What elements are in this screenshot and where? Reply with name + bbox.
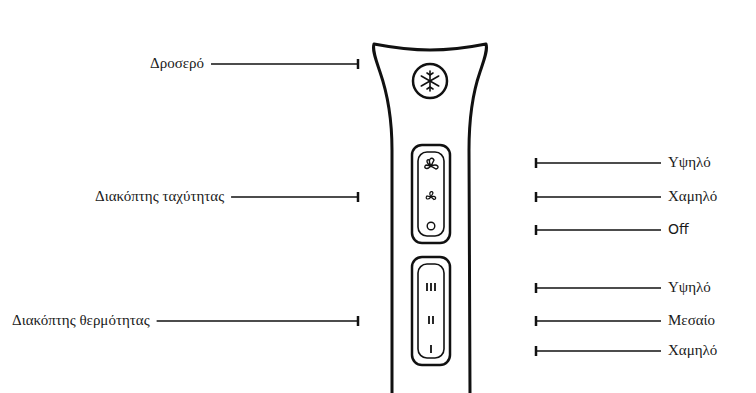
level-label: Off — [668, 222, 689, 236]
leader-line — [231, 196, 358, 197]
leader-lines-right — [536, 158, 661, 356]
level-label: Χαμηλό — [668, 189, 717, 204]
heat-level-marks — [427, 283, 435, 353]
leader-line — [157, 320, 358, 321]
speed-switch-label: Διακόπτης ταχύτητας — [95, 189, 224, 204]
leader-tick — [357, 59, 360, 69]
heat-switch-label: Διακόπτης θερμότητας — [12, 313, 150, 328]
level-label: Μεσαίο — [668, 313, 715, 328]
leader-tick — [357, 316, 360, 326]
cool-button — [413, 64, 447, 98]
speed-slider — [418, 152, 444, 236]
cool-label: Δροσερό — [150, 56, 204, 71]
speed-switch — [412, 145, 450, 243]
snowflake-symbol — [421, 71, 438, 91]
off-symbol — [427, 222, 435, 230]
heat-switch — [412, 257, 450, 365]
level-label: Χαμηλό — [668, 343, 717, 358]
leader-line — [211, 63, 358, 64]
heat-slider — [418, 264, 444, 358]
level-label: Υψηλό — [668, 280, 711, 295]
fan-symbol-small — [426, 192, 435, 200]
level-label: Υψηλό — [668, 155, 711, 170]
handle-outline — [373, 44, 486, 393]
fan-symbol — [425, 158, 438, 169]
leader-tick — [357, 192, 360, 202]
